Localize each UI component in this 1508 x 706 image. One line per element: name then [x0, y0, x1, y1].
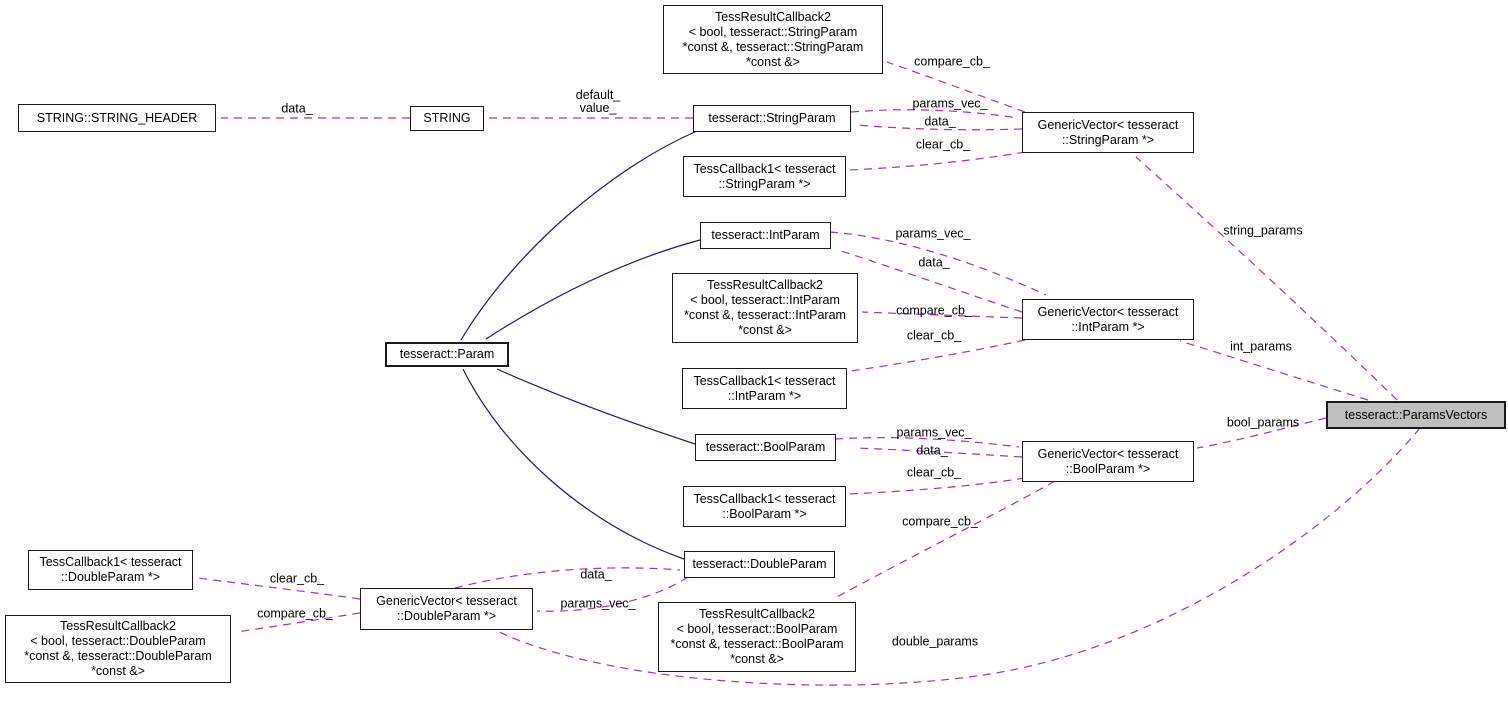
node-tessresultcallback2-intparam[interactable]: TessResultCallback2 < bool, tesseract::I…	[672, 273, 858, 343]
node-string-string-header[interactable]: STRING::STRING_HEADER	[18, 104, 216, 132]
edge-clear-cb-string	[848, 151, 1026, 171]
edge-params-vec-int	[829, 231, 1047, 296]
node-tesscallback1-boolparam[interactable]: TessCallback1< tesseract ::BoolParam *>	[683, 486, 846, 527]
edge-label-double-params: double_params	[891, 634, 979, 649]
edge-compare-cb-string	[886, 61, 1026, 113]
node-tesseract-intparam[interactable]: tesseract::IntParam	[700, 222, 831, 249]
edge-int-params	[1179, 340, 1369, 401]
node-genericvector-boolparam[interactable]: GenericVector< tesseract ::BoolParam *>	[1022, 441, 1194, 482]
edge-compare-cb-bool	[834, 480, 1056, 599]
node-tesseract-boolparam[interactable]: tesseract::BoolParam	[695, 434, 836, 461]
node-genericvector-doubleparam[interactable]: GenericVector< tesseract ::DoubleParam *…	[360, 588, 533, 630]
edge-params-vec-string	[850, 109, 1019, 119]
node-tesseract-paramsvectors: tesseract::ParamsVectors	[1326, 401, 1506, 429]
edge-label-default-value: default_ value_	[575, 88, 621, 115]
edge-label-clear-cb-string: clear_cb_	[915, 137, 971, 152]
node-string[interactable]: STRING	[410, 106, 484, 131]
edge-label-compare-cb-int: compare_cb_	[896, 303, 972, 318]
edge-label-params-vec-string: params_vec_	[912, 96, 988, 111]
edge-label-clear-cb-int: clear_cb_	[906, 328, 962, 343]
edge-inherit-intparam	[485, 239, 701, 340]
edge-label-clear-cb-bool: clear_cb_	[906, 465, 962, 480]
edge-data-string	[856, 124, 1023, 131]
node-tesseract-doubleparam[interactable]: tesseract::DoubleParam	[684, 551, 835, 578]
edge-label-compare-cb-double: compare_cb_	[257, 606, 333, 621]
node-tesscallback1-doubleparam[interactable]: TessCallback1< tesseract ::DoubleParam *…	[28, 550, 193, 590]
edge-bool-params	[1196, 417, 1327, 449]
edge-label-int-params: int_params	[1230, 339, 1292, 354]
edge-label-data-int: data_	[918, 255, 950, 270]
edge-label-params-vec-double: params_vec_	[560, 596, 636, 611]
edge-data-bool	[855, 447, 1023, 458]
edge-label-bool-params: bool_params	[1226, 415, 1300, 430]
edge-double-params	[496, 427, 1421, 686]
node-tessresultcallback2-doubleparam[interactable]: TessResultCallback2 < bool, tesseract::D…	[5, 615, 231, 683]
node-tessresultcallback2-stringparam[interactable]: TessResultCallback2 < bool, tesseract::S…	[663, 5, 883, 74]
edge-data-int	[840, 250, 1023, 313]
edge-inherit-boolparam	[496, 368, 696, 445]
edge-label-data-string: data_	[924, 114, 956, 129]
edge-params-vec-double	[536, 576, 689, 612]
edge-label-clear-cb-double: clear_cb_	[269, 571, 325, 586]
node-tesseract-stringparam[interactable]: tesseract::StringParam	[693, 105, 851, 132]
edge-inherit-doubleparam	[462, 368, 685, 560]
node-tesscallback1-stringparam[interactable]: TessCallback1< tesseract ::StringParam *…	[683, 156, 846, 197]
edge-label-data-bool: data_	[916, 443, 948, 458]
node-tessresultcallback2-boolparam[interactable]: TessResultCallback2 < bool, tesseract::B…	[658, 602, 856, 672]
node-tesscallback1-intparam[interactable]: TessCallback1< tesseract ::IntParam *>	[682, 368, 847, 409]
edge-inherit-stringparam	[460, 130, 698, 341]
edge-label-params-vec-int: params_vec_	[895, 226, 971, 241]
edge-compare-cb-double	[235, 612, 361, 633]
edge-clear-cb-int	[850, 339, 1026, 372]
edge-data-double	[454, 567, 681, 589]
node-genericvector-stringparam[interactable]: GenericVector< tesseract ::StringParam *…	[1022, 112, 1194, 153]
node-genericvector-intparam[interactable]: GenericVector< tesseract ::IntParam *>	[1022, 299, 1194, 340]
edge-clear-cb-double	[197, 577, 361, 600]
edge-clear-cb-bool	[847, 477, 1026, 495]
edge-label-string-params: string_params	[1223, 223, 1303, 238]
edge-label-params-vec-bool: params_vec_	[896, 425, 972, 440]
edge-string-params	[1135, 156, 1398, 401]
edge-label-data-double: data_	[580, 567, 612, 582]
edge-label-data-string-header: data_	[281, 101, 313, 116]
node-tesseract-param[interactable]: tesseract::Param	[385, 342, 509, 367]
edge-label-compare-cb-string: compare_cb_	[914, 54, 990, 69]
edge-label-compare-cb-bool: compare_cb_	[902, 514, 978, 529]
edge-compare-cb-int	[861, 311, 1023, 319]
